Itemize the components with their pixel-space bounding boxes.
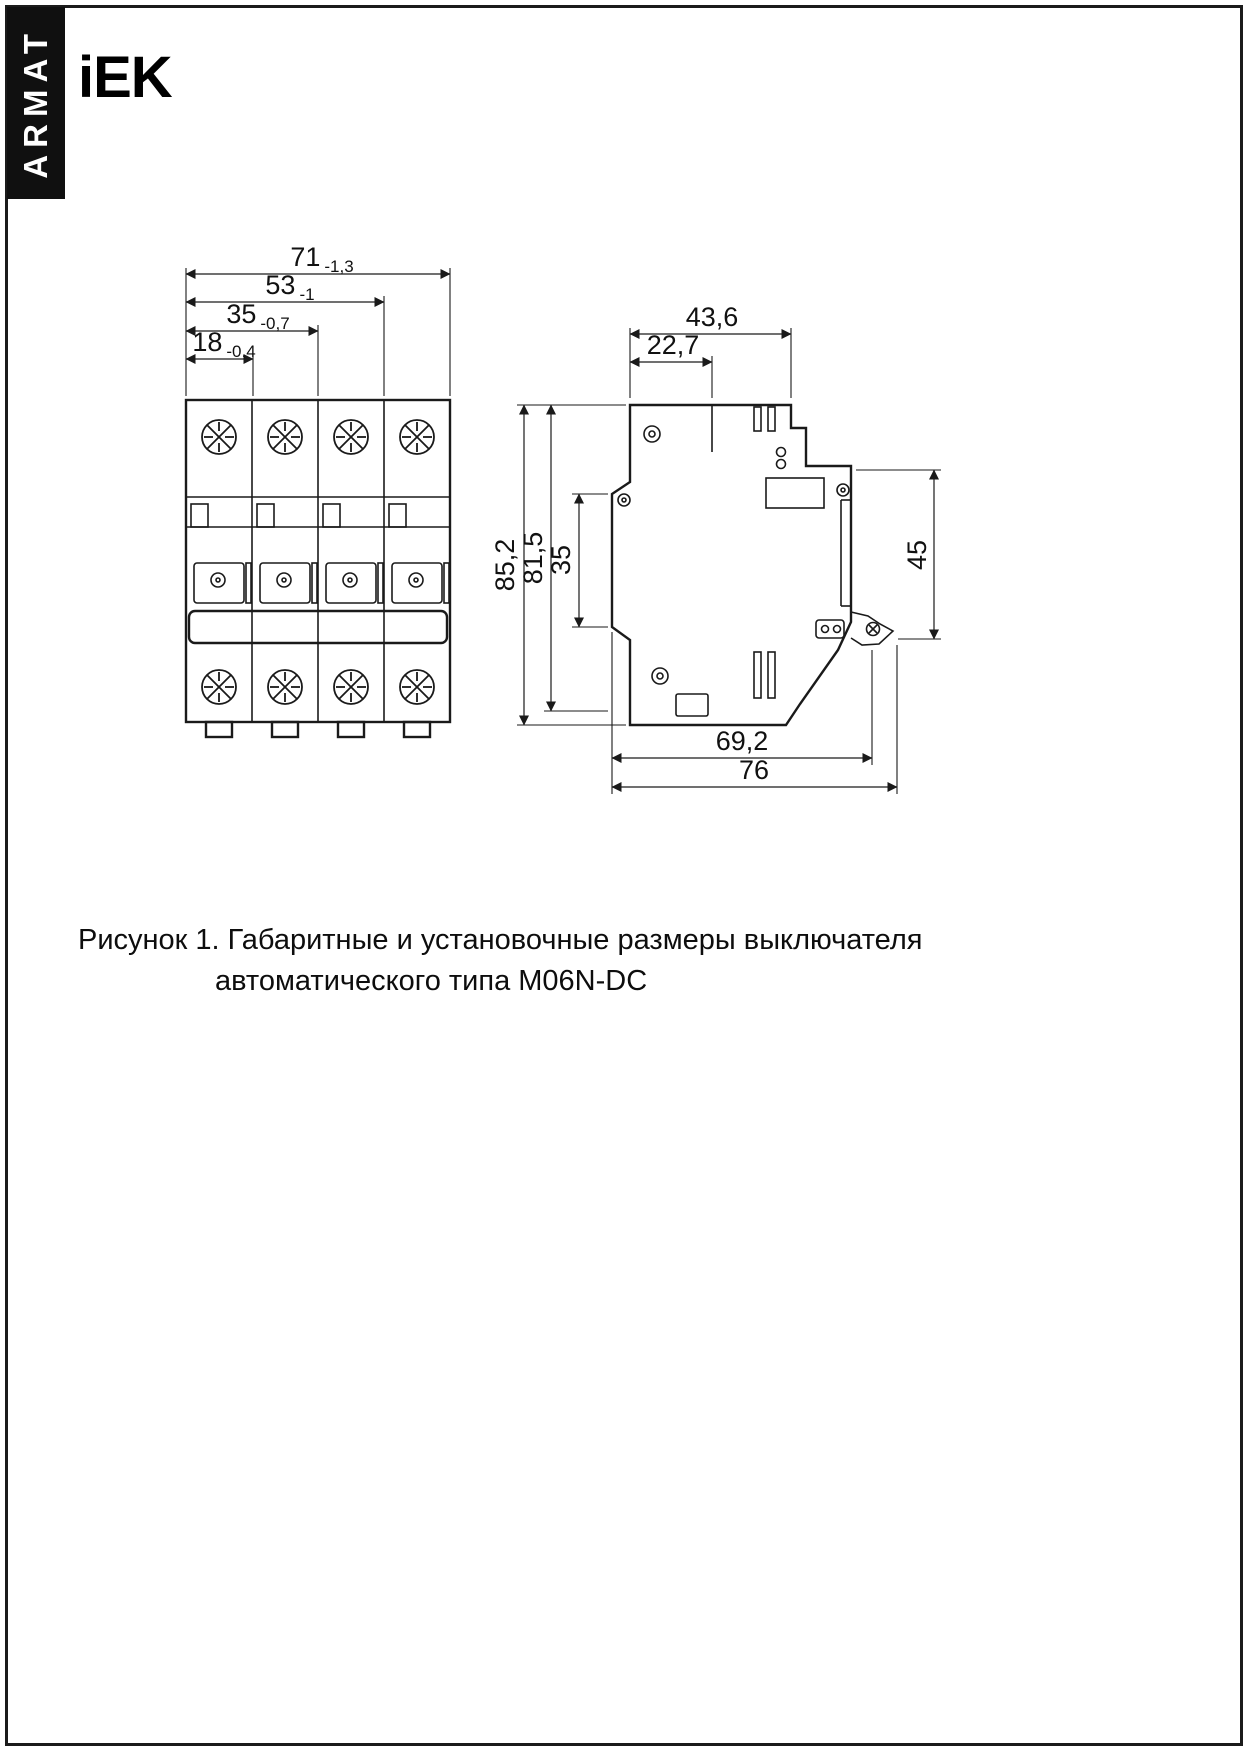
armat-brand-bar: ARMAT [7, 7, 65, 199]
figure-caption-line2: автоматического типа М06N-DC [215, 964, 648, 997]
toggle-bases [190, 503, 407, 528]
technical-drawing: 71-1,3 53-1 35-0,7 18-0,4 [184, 242, 941, 794]
front-view-dimensions: 71-1,3 53-1 35-0,7 18-0,4 [185, 242, 451, 396]
side-view [610, 403, 895, 727]
dim-label-53: 53-1 [265, 270, 314, 304]
dim-label-35-side: 35 [546, 545, 576, 575]
din-rail-latch [815, 611, 895, 646]
dim-label-85-2: 85,2 [490, 539, 520, 592]
dim-label-76: 76 [739, 755, 769, 785]
figure-caption: Рисунок 1. Габаритные и установочные раз… [78, 920, 922, 1001]
side-details [617, 405, 851, 717]
side-view-dimensions: 43,6 22,7 85,2 81,5 35 45 69 [490, 302, 941, 794]
breaker-body-side [610, 403, 853, 727]
dim-label-18: 18-0,4 [192, 327, 255, 361]
dim-label-81-5: 81,5 [518, 532, 548, 585]
iek-logo: iEK [78, 45, 173, 110]
dim-label-43-6: 43,6 [686, 302, 739, 332]
dim-label-22-7: 22,7 [647, 330, 700, 360]
front-view [184, 398, 452, 739]
dim-label-71: 71-1,3 [290, 242, 353, 276]
dim-label-35: 35-0,7 [226, 299, 289, 333]
dim-label-69-2: 69,2 [716, 726, 769, 756]
dim-label-45: 45 [902, 540, 932, 570]
bottom-tabs [204, 720, 432, 739]
figure-caption-line1: Рисунок 1. Габаритные и установочные раз… [78, 924, 923, 956]
pole-windows [193, 562, 450, 604]
handle-tie-bar [187, 609, 449, 645]
